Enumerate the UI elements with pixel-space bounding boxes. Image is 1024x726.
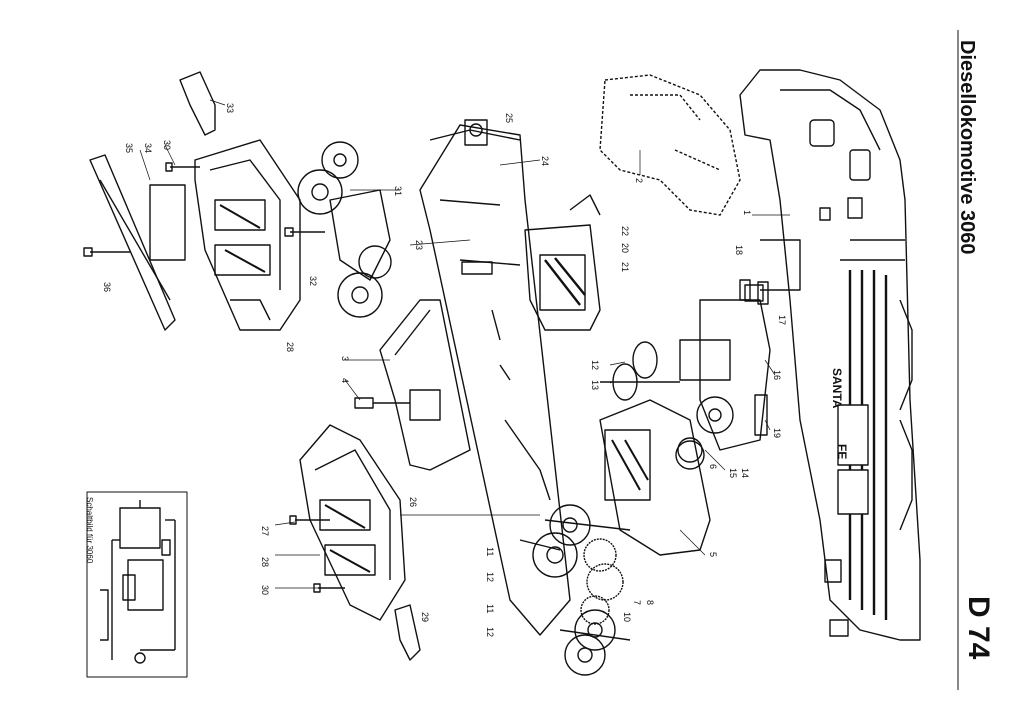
part-label-7: 7 bbox=[632, 600, 642, 606]
part-label-4: 4 bbox=[340, 378, 350, 384]
part-label-33: 33 bbox=[225, 103, 235, 114]
part-label-24: 24 bbox=[540, 156, 550, 167]
ballast-weight bbox=[379, 299, 471, 471]
part-label-3: 3 bbox=[340, 356, 350, 362]
screws bbox=[83, 162, 325, 257]
part-label-30: 30 bbox=[260, 585, 270, 596]
schematic-label: Schaltbild für 3060 bbox=[85, 497, 94, 564]
leader-lines bbox=[139, 99, 790, 589]
part-label-13: 13 bbox=[590, 380, 600, 391]
part-label-14: 14 bbox=[740, 468, 750, 479]
part-label-31: 31 bbox=[393, 186, 403, 197]
page-code: D 74 bbox=[962, 596, 995, 660]
electronics-module bbox=[524, 194, 601, 331]
part-label-34: 34 bbox=[143, 143, 153, 154]
motor-assembly bbox=[677, 284, 771, 463]
part-label-12b: 12 bbox=[485, 627, 495, 638]
part-label-32: 32 bbox=[308, 276, 318, 287]
coupler-29 bbox=[394, 604, 421, 661]
part-label-19: 19 bbox=[772, 428, 782, 439]
part-label-27: 27 bbox=[260, 526, 270, 537]
part-label-18: 18 bbox=[734, 245, 744, 256]
rear-bogie-frame bbox=[194, 139, 301, 331]
wiring-schematic-box bbox=[86, 491, 188, 678]
part-label-10: 10 bbox=[622, 612, 632, 623]
part-label-25: 25 bbox=[504, 113, 514, 124]
locomotive-body-shell bbox=[739, 69, 921, 641]
part-label-20: 20 bbox=[620, 243, 630, 254]
part-label-11a: 11 bbox=[485, 547, 495, 557]
screw-4 bbox=[354, 397, 410, 409]
part-label-2: 2 bbox=[634, 178, 644, 184]
front-bogie-screws bbox=[289, 515, 345, 593]
part-label-36: 36 bbox=[102, 282, 112, 293]
part-label-17: 17 bbox=[777, 315, 787, 326]
part-label-15: 15 bbox=[728, 468, 738, 479]
document-title: Diesellokomotive 3060 bbox=[956, 40, 978, 255]
fe-lettering: FE bbox=[835, 444, 849, 459]
part-label-30-rear: 30 bbox=[162, 140, 172, 151]
brush-parts-17-18 bbox=[739, 279, 769, 305]
part-label-29: 29 bbox=[420, 612, 430, 623]
part-label-5: 5 bbox=[708, 552, 718, 558]
part-label-26: 26 bbox=[408, 497, 418, 508]
santa-lettering: SANTA bbox=[830, 368, 844, 409]
part-label-21: 21 bbox=[620, 262, 630, 273]
part-label-11b: 11 bbox=[485, 604, 495, 614]
wheels-12-13 bbox=[600, 341, 680, 401]
cab-glazing bbox=[599, 74, 741, 216]
bogie-side-plate-35 bbox=[89, 154, 186, 331]
gears-and-wheelsets bbox=[532, 504, 631, 676]
part-label-6: 6 bbox=[708, 464, 718, 470]
part-label-16: 16 bbox=[772, 370, 782, 381]
part-label-28-rear: 28 bbox=[285, 342, 295, 353]
motor-block bbox=[599, 399, 711, 556]
part-label-23: 23 bbox=[414, 240, 424, 251]
part-label-8: 8 bbox=[645, 600, 655, 606]
part-label-12c: 12 bbox=[590, 360, 600, 371]
part-label-22: 22 bbox=[620, 226, 630, 237]
part-label-12a: 12 bbox=[485, 572, 495, 583]
part-label-35: 35 bbox=[124, 143, 134, 154]
front-bogie-frame bbox=[299, 424, 406, 621]
light-unit-25 bbox=[464, 119, 488, 146]
part-label-1: 1 bbox=[742, 210, 752, 216]
bracket-33 bbox=[179, 71, 216, 136]
part-label-28: 28 bbox=[260, 557, 270, 568]
rear-bogie-wheelset bbox=[297, 141, 392, 318]
